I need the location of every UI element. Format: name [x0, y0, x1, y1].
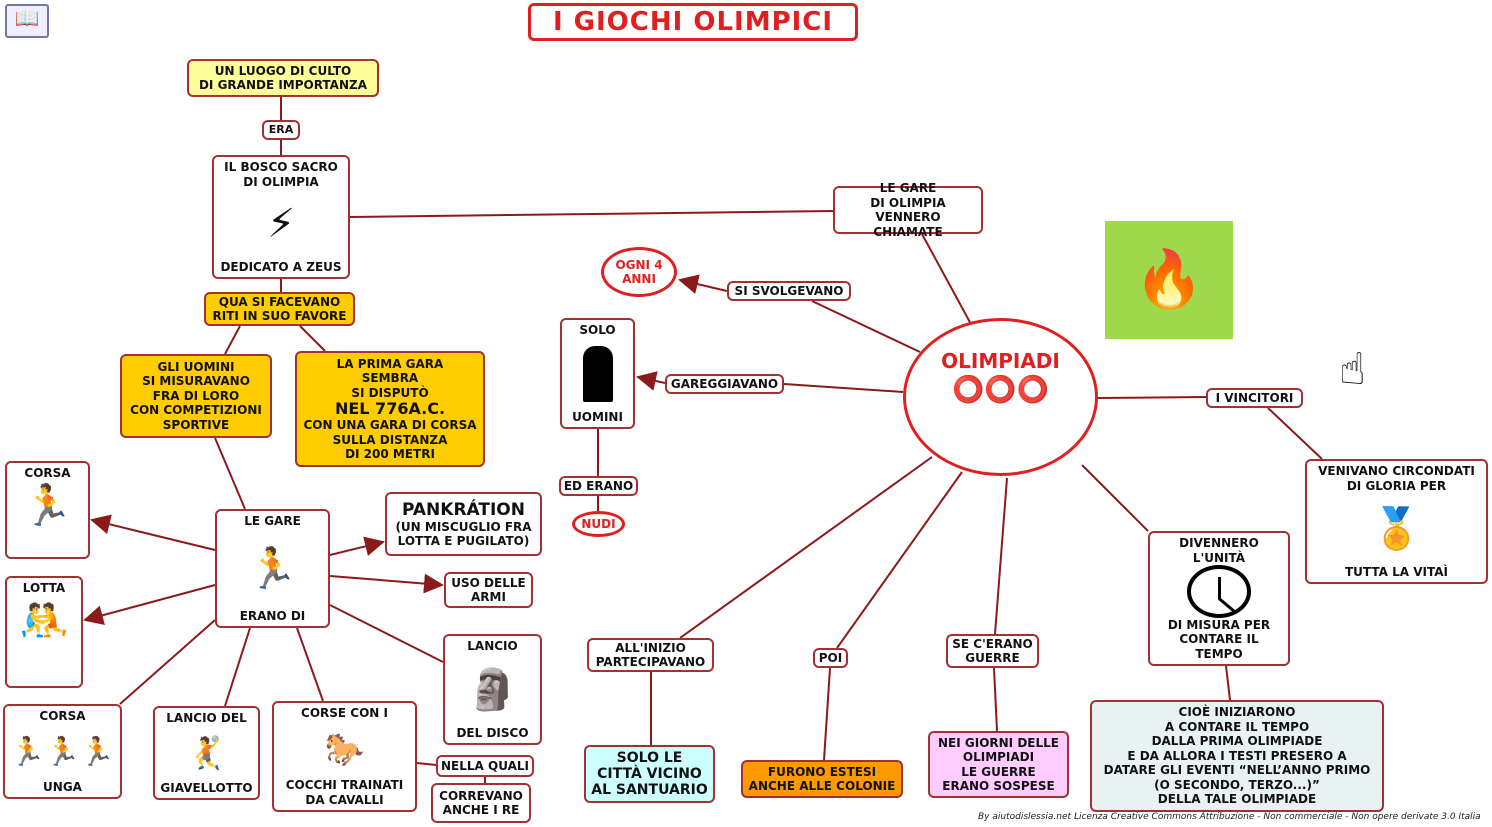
node-corsa: CORSA 🏃 — [5, 461, 90, 559]
node-solo-uomini: SOLO UOMINI — [560, 318, 635, 429]
node-text: GIAVELLOTTO — [160, 780, 253, 795]
node-luogo: UN LUOGO DI CULTO DI GRANDE IMPORTANZA — [187, 59, 379, 97]
torch-bearer-icon: 🔥 — [1105, 221, 1233, 339]
node-nudi: NUDI — [572, 511, 625, 537]
node-text: LOTTA — [22, 581, 66, 595]
link-poi: POI — [813, 648, 848, 668]
finger-ribbon-icon: ☝ — [1339, 344, 1366, 395]
node-text: DIVENNERO L'UNITÀ — [1179, 536, 1259, 565]
page-title: I GIOCHI OLIMPICI — [528, 3, 858, 41]
node-text: (UN MISCUGLIO FRA LOTTA E PUGILATO) — [395, 519, 532, 549]
node-text: DI MISURA PER CONTARE IL TEMPO — [1167, 617, 1271, 661]
node-riti: QUA SI FACEVANO RITI IN SUO FAVORE — [204, 292, 355, 326]
node-guerre-sospese: NEI GIORNI DELLE OLIMPIADI LE GUERRE ERA… — [928, 731, 1069, 798]
node-gare-olimpia: LE GARE DI OLIMPIA VENNERO CHIAMATE — [833, 181, 983, 239]
node-text: CON UNA GARA DI CORSA SULLA DISTANZA DI … — [303, 418, 477, 461]
node-unita-misura: DIVENNERO L'UNITÀ DI MISURA PER CONTARE … — [1148, 531, 1290, 666]
node-text: CORSE CON I — [301, 706, 388, 720]
node-text: TUTTA LA VITAÌ — [1345, 564, 1448, 579]
node-giavellotto: LANCIO DEL 🤾 GIAVELLOTTO — [153, 706, 260, 800]
node-text: IL BOSCO SACRO DI OLIMPIA — [224, 160, 338, 189]
node-cioe: CIOÈ INIZIARONO A CONTARE IL TEMPO DALLA… — [1090, 700, 1384, 812]
node-colonie: FURONO ESTESI ANCHE ALLE COLONIE — [741, 760, 903, 798]
link-all-inizio: ALL'INIZIO PARTECIPAVANO — [587, 638, 714, 672]
node-text: UOMINI — [572, 409, 623, 424]
node-disco: LANCIO 🗿 DEL DISCO — [443, 634, 542, 745]
node-uomini: GLI UOMINI SI MISURAVANO FRA DI LORO CON… — [120, 354, 272, 438]
node-armi: USO DELLE ARMI — [444, 572, 533, 608]
central-title: OLIMPIADI — [941, 349, 1060, 373]
node-bosco-sacro: IL BOSCO SACRO DI OLIMPIA ⚡ DEDICATO A Z… — [212, 155, 350, 279]
node-text: DEL DISCO — [456, 725, 529, 740]
node-pankration: PANKRÁTION (UN MISCUGLIO FRA LOTTA E PUG… — [385, 492, 542, 556]
node-text: ERANO DI — [239, 608, 306, 623]
license-footer: By aiutodislessia.net Licenza Creative C… — [978, 812, 1481, 822]
node-text: LE GARE — [244, 514, 301, 528]
node-text: PANKRÁTION — [402, 499, 525, 520]
javelin-icon: 🤾 — [186, 734, 227, 772]
link-nella-quali: NELLA QUALI — [436, 755, 534, 777]
node-le-gare: LE GARE 🏃 ERANO DI — [215, 509, 330, 628]
node-citta: SOLO LE CITTÀ VICINO AL SANTUARIO — [584, 745, 715, 803]
node-prima-gara: LA PRIMA GARA SEMBRA SI DISPUTÒ NEL 776A… — [295, 351, 485, 467]
node-gloria: VENIVANO CIRCONDATI DI GLORIA PER 🏅 TUTT… — [1305, 459, 1488, 584]
central-node-olimpiadi: OLIMPIADI ⭕⭕⭕ — [903, 318, 1098, 476]
node-text: SOLO — [579, 323, 616, 337]
runner-icon: 🏃 — [22, 482, 73, 529]
node-text: LANCIO — [467, 639, 518, 653]
node-text: COCCHI TRAINATI DA CAVALLI — [285, 778, 404, 807]
chariot-icon: 🐎 — [324, 730, 365, 769]
book-icon: 📖 — [5, 4, 49, 38]
node-lotta: LOTTA 🤼 — [5, 576, 83, 688]
wrestling-icon: 🤼 — [19, 597, 69, 644]
node-text: VENIVANO CIRCONDATI DI GLORIA PER — [1318, 464, 1475, 493]
node-text: CORSA — [39, 709, 86, 723]
zeus-icon: ⚡ — [266, 201, 296, 248]
node-text: UNGA — [43, 779, 82, 794]
node-text-date: NEL 776A.C. — [334, 399, 446, 418]
man-silhouette-icon — [582, 345, 613, 402]
link-si-svolgevano: SI SVOLGEVANO — [727, 281, 851, 301]
node-text: LANCIO DEL — [166, 711, 247, 725]
clock-icon — [1187, 565, 1251, 618]
node-text: LA PRIMA GARA SEMBRA SI DISPUTÒ — [336, 356, 444, 400]
node-text: CORSA — [24, 466, 71, 480]
medal-person-icon: 🏅 — [1371, 505, 1422, 552]
athletics-icon: 🏃 — [247, 545, 298, 592]
link-i-vincitori: I VINCITORI — [1206, 388, 1303, 408]
node-text: DEDICATO A ZEUS — [220, 259, 342, 274]
node-correvano: CORREVANO ANCHE I RE — [431, 783, 531, 823]
link-ed-erano: ED ERANO — [559, 476, 638, 496]
discus-icon: 🗿 — [467, 666, 518, 713]
node-corsa-lunga: CORSA 🏃🏃🏃 UNGA — [3, 704, 122, 799]
link-era: ERA — [262, 120, 300, 140]
node-cocchi: CORSE CON I 🐎 COCCHI TRAINATI DA CAVALLI — [272, 701, 417, 812]
link-gareggiavano: GAREGGIAVANO — [665, 374, 784, 394]
olympic-rings-icon: ⭕⭕⭕ — [951, 375, 1050, 405]
link-guerre: SE C'ERANO GUERRE — [946, 634, 1039, 668]
runners-icon: 🏃🏃🏃 — [10, 734, 115, 768]
node-ogni-4-anni: OGNI 4 ANNI — [601, 247, 677, 297]
